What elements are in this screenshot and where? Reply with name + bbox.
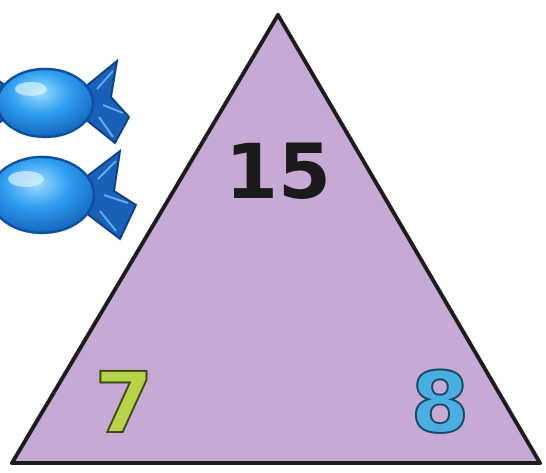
left-number: 7 (95, 354, 153, 452)
wrapped-candy-icon (0, 61, 129, 143)
right-number: 8 (411, 354, 469, 452)
wrapped-candy-icon (0, 151, 136, 239)
top-number: 15 (225, 127, 331, 216)
